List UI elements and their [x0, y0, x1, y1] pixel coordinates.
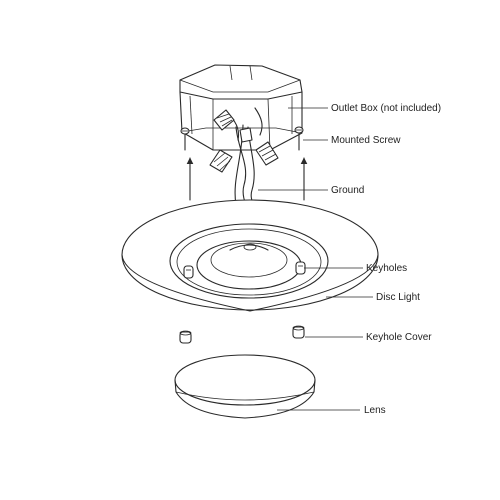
label-lens: Lens [364, 405, 386, 416]
keyhole-left [183, 265, 194, 279]
disc-inner-rim [169, 223, 329, 299]
outlet-box-front [179, 91, 303, 151]
outlet-box-top [179, 64, 303, 100]
ground-wire-nut [239, 127, 253, 143]
wire-nut-center [209, 149, 233, 173]
label-disc-light: Disc Light [376, 292, 420, 303]
wiring [209, 107, 279, 206]
keyhole-cover-right [292, 325, 305, 339]
keyhole-right [295, 261, 306, 275]
keyhole-cover-left [179, 330, 192, 344]
label-keyhole-cover: Keyhole Cover [366, 332, 432, 343]
mounted-screw-right [294, 126, 304, 151]
label-keyholes: Keyholes [366, 263, 407, 274]
mounted-screw-left [180, 127, 190, 151]
disc-outer-trim [121, 199, 379, 311]
wire-nut-right [255, 141, 279, 166]
label-ground: Ground [331, 185, 364, 196]
label-outlet-box: Outlet Box (not included) [331, 103, 441, 114]
disc-light [121, 199, 379, 312]
lens [174, 354, 316, 419]
wire-nut-left [213, 109, 235, 131]
label-mounted-screw: Mounted Screw [331, 135, 401, 146]
outlet-box [179, 64, 303, 151]
